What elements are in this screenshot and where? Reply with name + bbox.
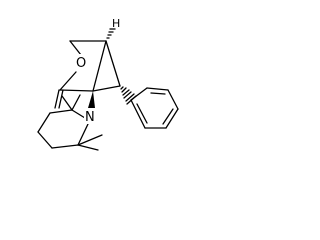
methyl-groups bbox=[61, 94, 103, 151]
bond-ch2-o bbox=[69, 40, 82, 56]
carbonyl-bond-2 bbox=[58, 89, 64, 109]
hashed-wedge-phenyl bbox=[120, 86, 137, 105]
piperidine-ring bbox=[37, 109, 89, 149]
bond-o-carbonyl bbox=[59, 71, 77, 91]
lactone-ring bbox=[54, 40, 107, 109]
nitrogen-label: N bbox=[85, 110, 95, 125]
bond-c1-c6 bbox=[92, 85, 121, 92]
phenyl-ring bbox=[130, 87, 179, 129]
bridgehead-h-label: H bbox=[112, 17, 120, 30]
bond-c5-c6 bbox=[105, 40, 121, 87]
molecule-structure: O N H bbox=[37, 17, 179, 151]
wedge-c1-n bbox=[88, 91, 95, 108]
oxygen-label: O bbox=[76, 56, 86, 71]
cyclopropane-ring bbox=[92, 40, 121, 92]
bond-c1-c5 bbox=[92, 40, 107, 92]
bond-carbonyl-c1 bbox=[59, 89, 94, 92]
hashed-wedge-h bbox=[106, 28, 116, 39]
carbonyl-bond-1 bbox=[54, 89, 60, 109]
